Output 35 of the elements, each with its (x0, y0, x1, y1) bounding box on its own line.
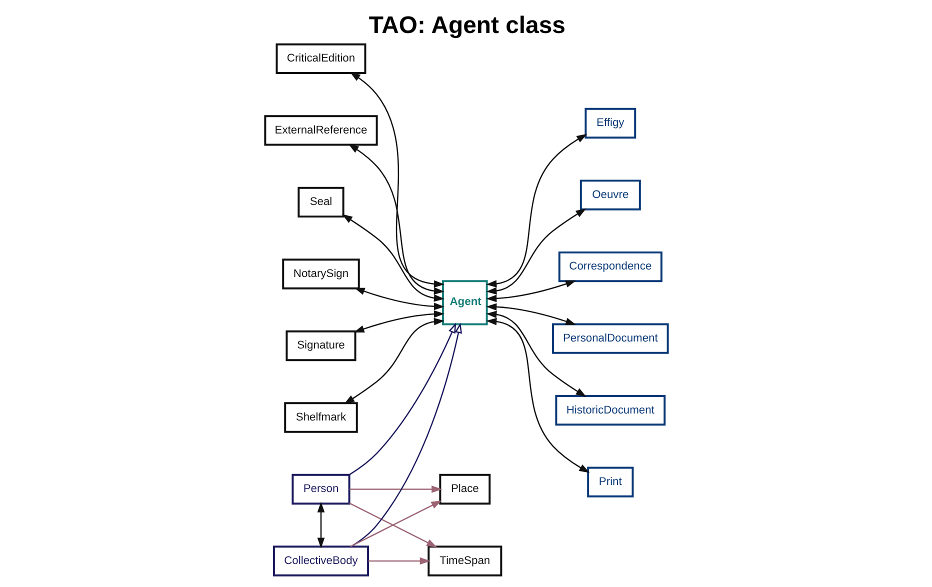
node-box: Signature (285, 330, 356, 362)
node-box: TimeSpan (427, 546, 502, 576)
node-box: Print (586, 466, 634, 498)
node-box: HistoricDocument (554, 394, 666, 426)
node-box: CollectiveBody (272, 546, 369, 576)
node-box: Person (291, 474, 350, 505)
node-box: PersonalDocument (552, 323, 668, 354)
node-box: Agent (441, 280, 488, 326)
arrow (341, 214, 444, 302)
arrow (348, 322, 456, 476)
arrow (486, 303, 576, 325)
arrow (316, 502, 324, 548)
node-box: ExternalReference (264, 115, 378, 146)
node-box: Oeuvre (579, 180, 640, 210)
arrow (354, 288, 444, 310)
arrow (349, 72, 444, 288)
arrow (344, 318, 444, 404)
node-box: Seal (297, 186, 344, 218)
node-box: NotarySign (282, 258, 360, 290)
arrow (350, 322, 462, 548)
node-box: Effigy (584, 108, 636, 139)
arrow (486, 318, 590, 473)
node-box: Correspondence (558, 251, 662, 282)
arrow (486, 280, 576, 302)
arrow (353, 310, 444, 332)
node-box: Place (438, 474, 490, 505)
diagram-title: TAO: Agent class (368, 12, 565, 40)
arrow (486, 208, 586, 295)
arrow (348, 144, 444, 295)
node-box: CriticalEdition (275, 43, 366, 74)
node-box: Shelfmark (284, 402, 358, 433)
arrow (349, 486, 442, 493)
arrow (486, 134, 587, 288)
arrow (486, 310, 586, 397)
arrow (368, 557, 430, 565)
